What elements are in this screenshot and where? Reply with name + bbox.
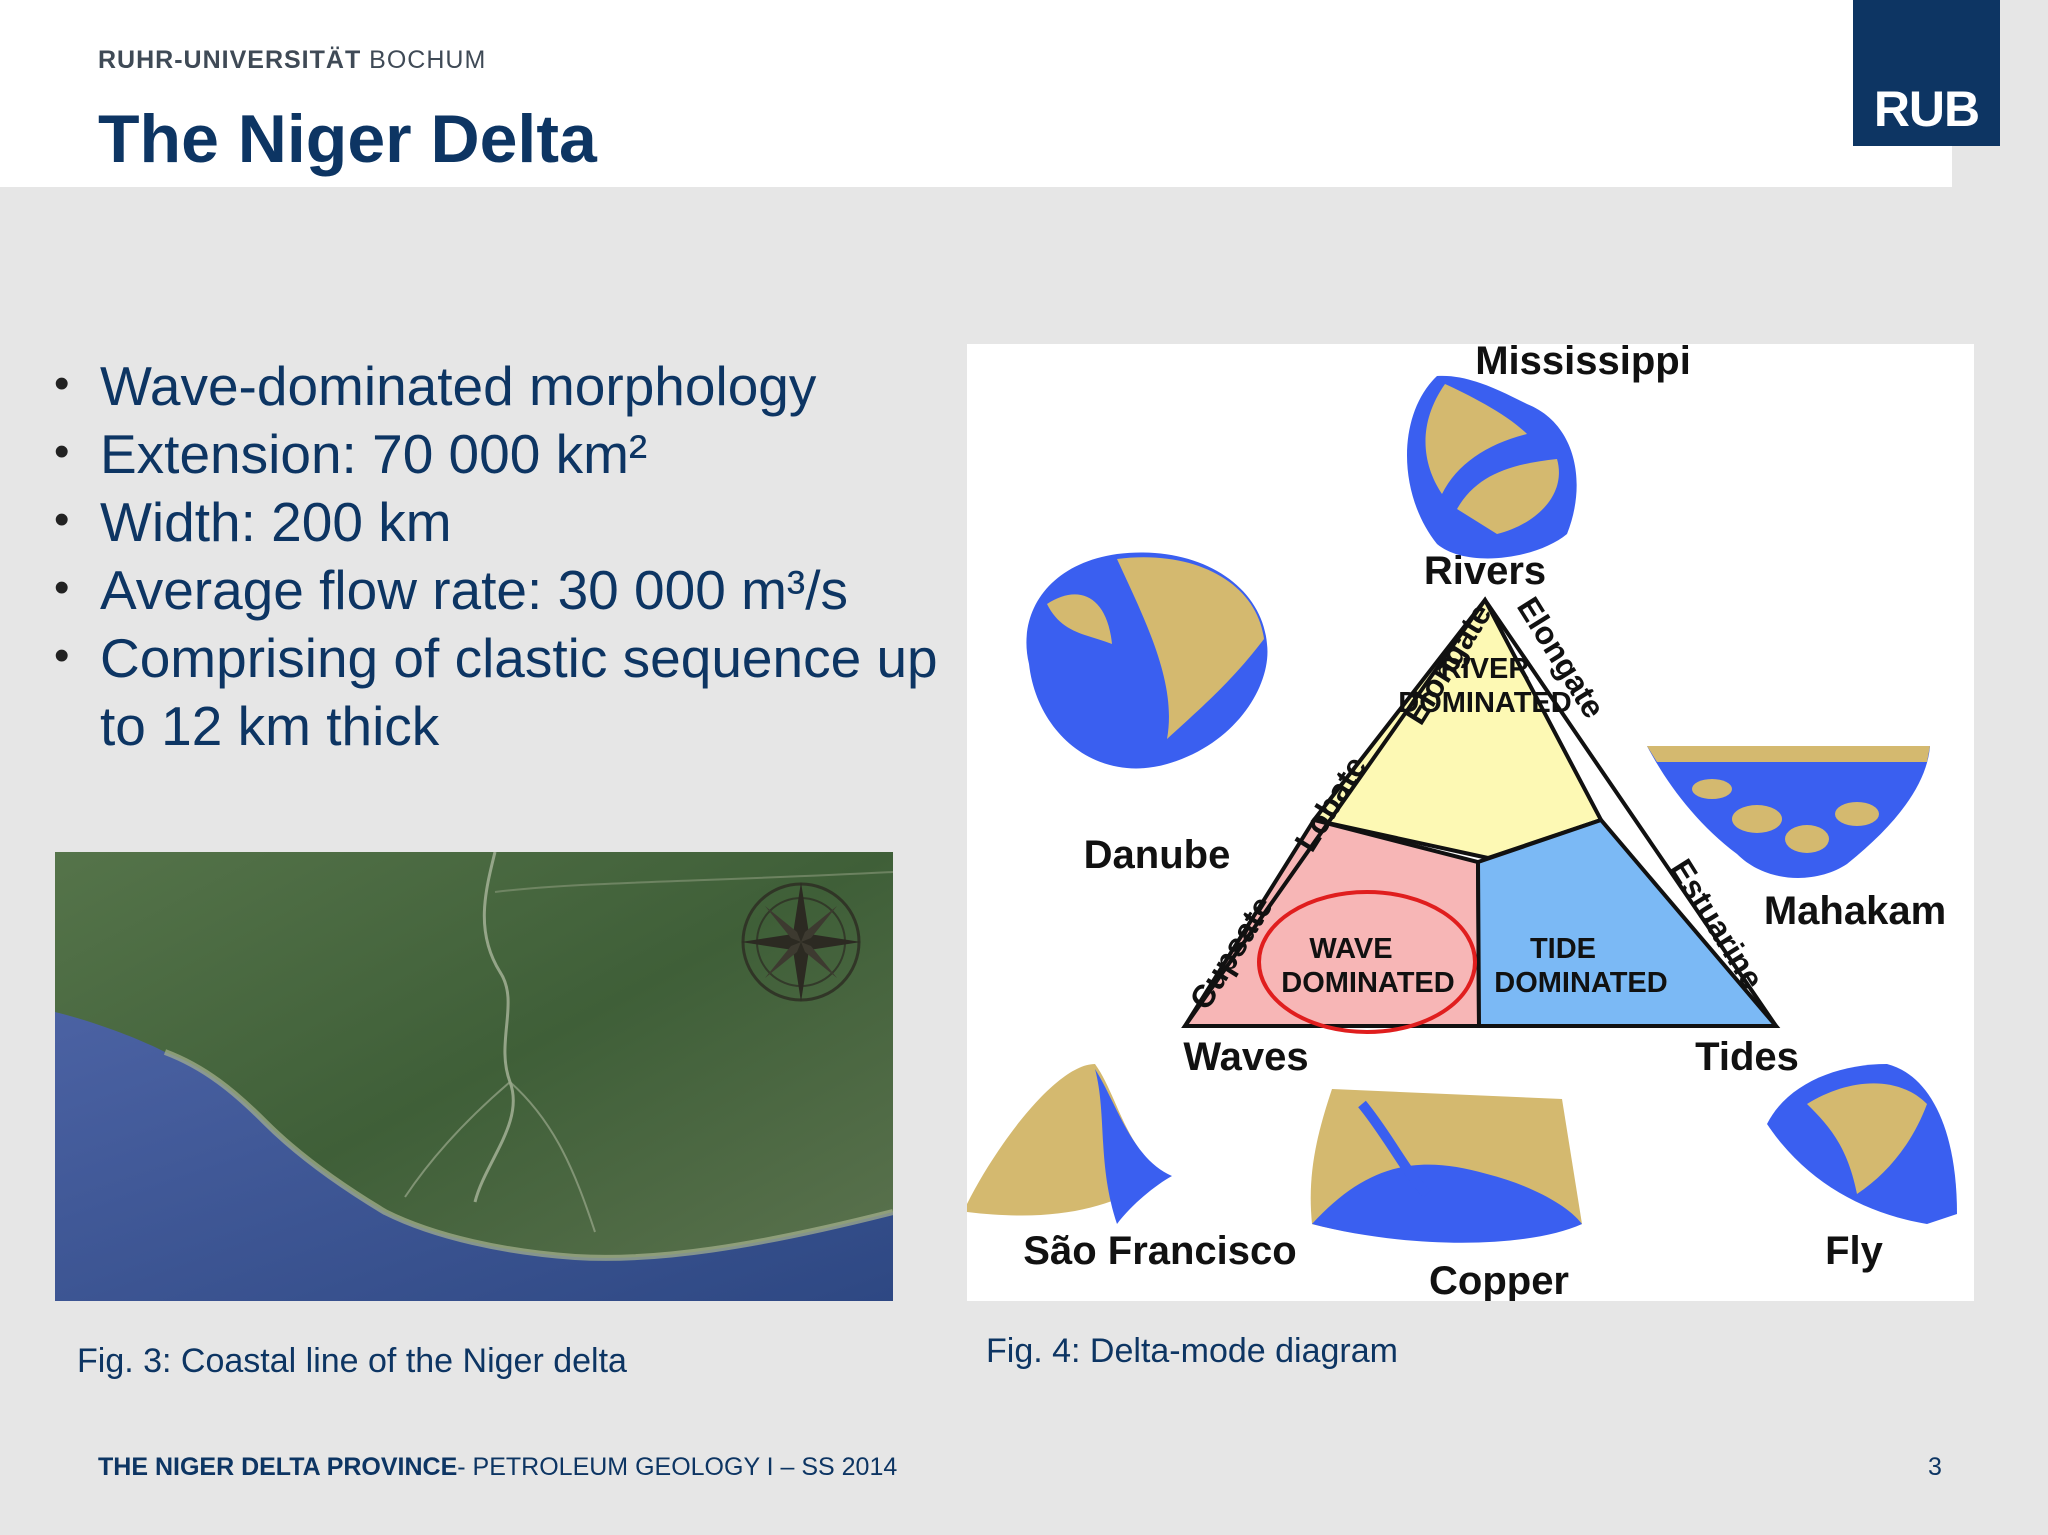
wave-region-label: WAVE (1309, 933, 1392, 965)
mahakam-delta-map (1647, 746, 1930, 878)
copper-delta-map (1310, 1089, 1582, 1243)
page-number: 3 (1928, 1453, 1942, 1481)
delta-label-mississippi: Mississippi (1475, 344, 1691, 383)
river-region-label: RIVER (1441, 653, 1530, 685)
tide-region-label: DOMINATED (1494, 967, 1667, 999)
wave-region-label: DOMINATED (1281, 967, 1454, 999)
tide-region-label: TIDE (1530, 933, 1596, 965)
bullet-item: Comprising of clastic sequence up to 12 … (48, 622, 948, 760)
page-title: The Niger Delta (98, 101, 597, 177)
niger-delta-satellite-image (55, 852, 893, 1301)
bullet-item: Extension: 70 000 km² (48, 418, 948, 488)
wave-dominated-highlight-circle (1257, 890, 1477, 1034)
university-name: RUHR-UNIVERSITÄT BOCHUM (98, 46, 487, 74)
bullet-item: Width: 200 km (48, 486, 948, 556)
figure-4-caption: Fig. 4: Delta-mode diagram (986, 1332, 1398, 1370)
delta-label-sao-francisco: São Francisco (1023, 1229, 1296, 1273)
vertex-label-tides: Tides (1695, 1035, 1799, 1079)
bullet-list: Wave-dominated morphology Extension: 70 … (48, 350, 948, 760)
figure-3-caption: Fig. 3: Coastal line of the Niger delta (77, 1342, 627, 1380)
delta-label-copper: Copper (1429, 1259, 1569, 1301)
delta-label-danube: Danube (1084, 833, 1231, 877)
fly-delta-map (1767, 1064, 1957, 1224)
sao-francisco-delta-map (967, 1064, 1172, 1224)
delta-mode-diagram: RIVER DOMINATED WAVE DOMINATED TIDE DOMI… (967, 339, 1974, 1303)
slide-footer: THE NIGER DELTA PROVINCE- PETROLEUM GEOL… (98, 1453, 898, 1481)
river-region-label: DOMINATED (1398, 687, 1571, 719)
mississippi-delta-map (1407, 375, 1577, 559)
delta-label-fly: Fly (1825, 1229, 1884, 1273)
bullet-item: Wave-dominated morphology (48, 350, 948, 420)
rub-logo: RUB (1853, 0, 2000, 146)
slide-header: RUHR-UNIVERSITÄT BOCHUM The Niger Delta (0, 0, 1952, 187)
bullet-item: Average flow rate: 30 000 m³/s (48, 554, 948, 624)
vertex-label-waves: Waves (1183, 1035, 1308, 1079)
delta-label-mahakam: Mahakam (1764, 889, 1946, 933)
danube-delta-map (1026, 552, 1268, 769)
compass-rose-icon (741, 882, 861, 1002)
